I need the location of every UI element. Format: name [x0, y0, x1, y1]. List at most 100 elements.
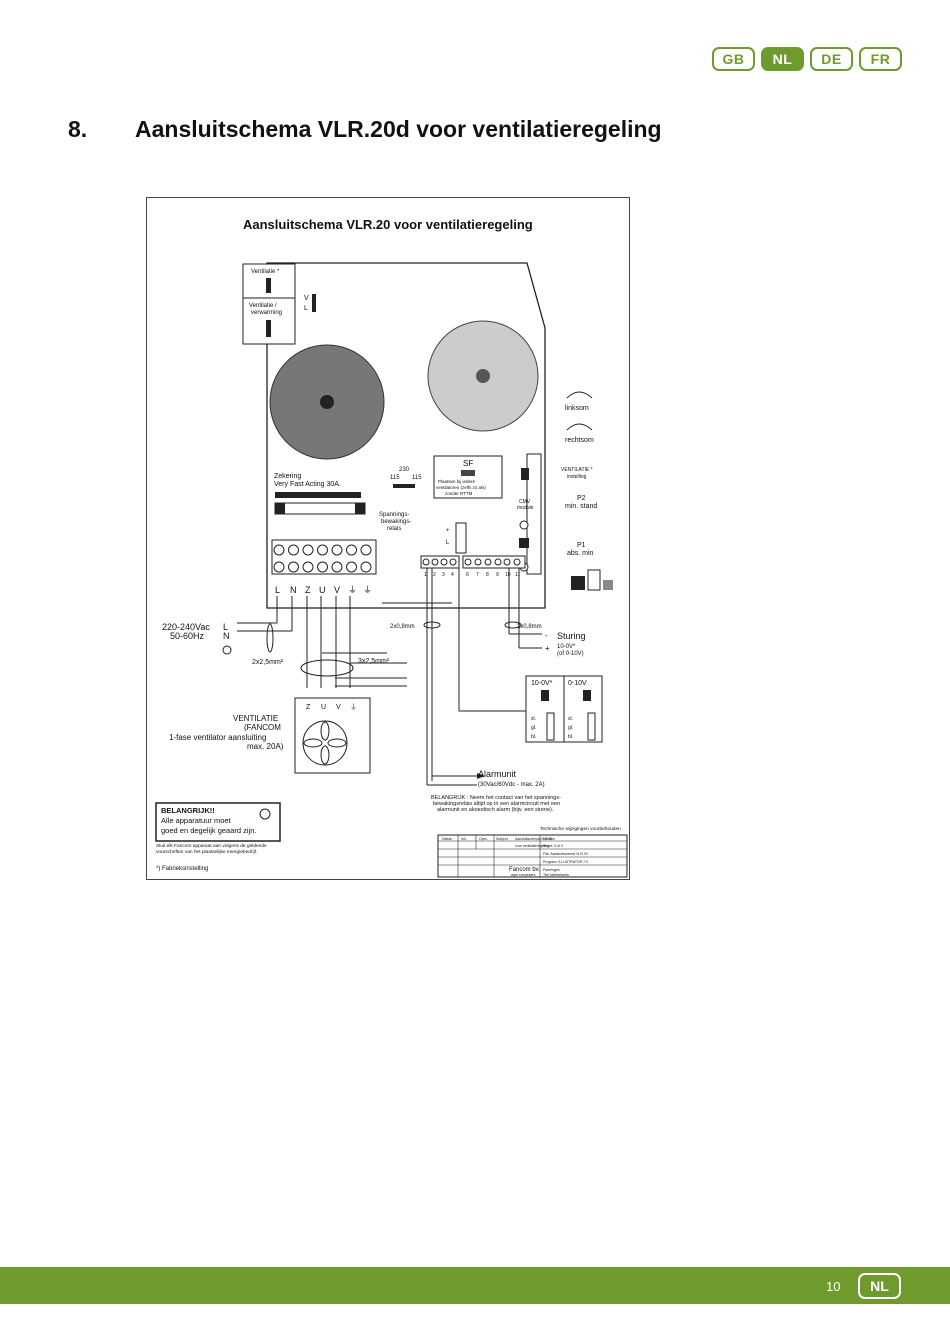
- terminal-screw-icon: [331, 561, 343, 573]
- terminal-label: ⏚: [363, 585, 372, 595]
- terminal-screw-icon: [273, 544, 285, 556]
- tb-date: Datum: [442, 837, 452, 841]
- cable-2: 3x2,5mm²: [358, 658, 390, 665]
- footer-bar: [0, 1267, 950, 1304]
- lang-tab-fr[interactable]: FR: [859, 47, 902, 71]
- relay: Spannings- bewakings- relais + L: [379, 512, 467, 554]
- p2-sub: min. stand: [565, 503, 597, 510]
- footer-lang-badge: NL: [858, 1273, 901, 1299]
- wires: [237, 568, 542, 786]
- fan-term-v: V: [336, 704, 341, 711]
- fan-label-1: VENTILATIE: [233, 714, 278, 723]
- svg-text:L: L: [446, 540, 450, 546]
- terminal-screw-icon: [449, 558, 457, 566]
- sf-text-2: ventilatoren (zelfs zo als): [436, 485, 486, 490]
- relay-1: Spannings-: [379, 512, 409, 518]
- important-note-3: alarmunit en akoestisch alarm (bijv. een…: [437, 807, 554, 813]
- mode-l: L: [304, 305, 308, 312]
- sf-text-3: zonder RTTM: [445, 491, 473, 496]
- fan-label-3: 1-fase ventilator aansluiting: [169, 733, 266, 742]
- tb-init: Init.: [461, 837, 467, 841]
- terminal-screw-icon: [513, 558, 521, 566]
- voltage-115b: 115: [412, 475, 422, 481]
- signal-terminal-block: 1 2 3 4 6 7 8 9 10 11: [420, 555, 526, 578]
- cmv-module-1: CMV: [519, 499, 531, 505]
- fan-term-z: Z: [306, 704, 311, 711]
- page-number: 10: [826, 1279, 841, 1294]
- warning-box: BELANGRIJK!! Alle apparatuur moet goed e…: [155, 802, 281, 842]
- wiring-diagram: Aansluitschema VLR.20 voor ventilatiereg…: [146, 197, 630, 880]
- tb-subject-2: voor ventilatieregeling: [515, 844, 549, 848]
- jumper-header-1: 10-0V*: [531, 680, 553, 687]
- terminal-screw-icon: [360, 544, 372, 556]
- right-module: CMV module VENTILATIE * instelling P2 mi…: [517, 453, 613, 591]
- terminal-label: V: [334, 585, 340, 595]
- jumper-row-3b: bl.: [568, 734, 573, 740]
- jumper-top-icon: [266, 278, 271, 293]
- terminal-screw-icon: [503, 558, 511, 566]
- sturing-minus: -: [545, 631, 548, 640]
- nut-icon: [320, 395, 334, 409]
- lang-tab-de[interactable]: DE: [810, 47, 853, 71]
- terminal-label: ⏚: [348, 585, 357, 595]
- ground-icon: [259, 808, 271, 820]
- sturing-range-1: 10-0V*: [557, 644, 576, 650]
- jumper-row-1b: sl.: [568, 716, 573, 722]
- terminal-label: Z: [305, 585, 311, 595]
- main-terminal-labels: L N Z U V ⏚ ⏚: [275, 585, 372, 595]
- tb-subject-1: Aansluitschema VLR.20: [515, 837, 552, 841]
- sturing-range-2: (of 0-10V): [557, 651, 584, 657]
- mode-box: Ventilatie * Ventilatie / verwarming V L: [242, 263, 316, 345]
- mode-ventilatie-verwarming-2: verwarming: [251, 310, 282, 316]
- title-block: Datum Init. Opm. Subject Aansluitschema …: [437, 834, 628, 878]
- cable-3: 2x0,8mm: [390, 624, 415, 630]
- important-note-1: BELANGRIJK : Neem het contact van het sp…: [431, 795, 561, 801]
- diagram-title: Aansluitschema VLR.20 voor ventilatiereg…: [243, 217, 533, 232]
- term-10: 10: [505, 572, 511, 578]
- p2-potentiometer-icon: [519, 520, 529, 530]
- factory-setting: *) Fabrieksinstelling: [156, 866, 208, 872]
- ground-icon: [222, 645, 232, 655]
- housing-outline: [266, 262, 546, 609]
- fan-icon: [302, 720, 348, 766]
- lang-tab-nl[interactable]: NL: [761, 47, 804, 71]
- jumper-settings: 10-0V* 0-10V sl. gl. bl. sl. gl. bl.: [525, 675, 603, 743]
- jumper-bottom-icon: [266, 320, 271, 337]
- supply-n: N: [223, 631, 230, 641]
- relay-2: bewakings-: [381, 519, 411, 525]
- terminal-screw-icon: [302, 544, 314, 556]
- fuse-body-icon: [274, 502, 366, 515]
- p2-label: P2: [577, 495, 586, 502]
- terminal-screw-icon: [360, 561, 372, 573]
- tb-place-2: The Netherlands: [543, 873, 569, 877]
- supply-l: L: [223, 622, 228, 632]
- voltage-selector: 230 115 115: [390, 467, 422, 488]
- terminal-screw-icon: [317, 561, 328, 573]
- jumper-row-2b: gl.: [568, 725, 573, 731]
- term-3: 3: [442, 572, 445, 578]
- tb-sheet: Sheet: 3 of 3: [543, 844, 563, 848]
- sf-box: SF Plaatsen bij iedere ventilatoren (zel…: [433, 455, 503, 499]
- terminal-screw-icon: [484, 558, 492, 566]
- svg-text:+: +: [446, 528, 450, 534]
- terminal-screw-icon: [346, 561, 357, 573]
- term-4: 4: [451, 572, 454, 578]
- jumper-row-3: bl.: [531, 734, 536, 740]
- terminal-label: N: [290, 585, 297, 595]
- terminal-screw-icon: [288, 561, 299, 573]
- rotate-right-label: rechtsom: [565, 437, 594, 444]
- fuse-label-2: Very Fast Acting 30A.: [274, 481, 341, 488]
- lang-tab-gb[interactable]: GB: [712, 47, 755, 71]
- note-2: voorschriften van het plaatselijke energ…: [156, 849, 257, 855]
- terminal-screw-icon: [422, 558, 430, 566]
- warning-2: Alle apparatuur moet: [161, 816, 232, 825]
- nut-icon: [476, 369, 490, 383]
- warning-1: BELANGRIJK!!: [161, 806, 215, 815]
- mode-ventilatie-verwarming-1: Ventilatie /: [249, 303, 277, 309]
- important-note-2: bewakingsrelais altijd op in een alarmci…: [433, 801, 560, 807]
- connector-icon: [519, 538, 529, 548]
- transformer-left: [269, 344, 385, 460]
- tb-program: Program: ILLUSTRATOR 7.0: [543, 860, 588, 864]
- terminal-screw-icon: [440, 558, 448, 566]
- tb-subject: Subject: [496, 837, 508, 841]
